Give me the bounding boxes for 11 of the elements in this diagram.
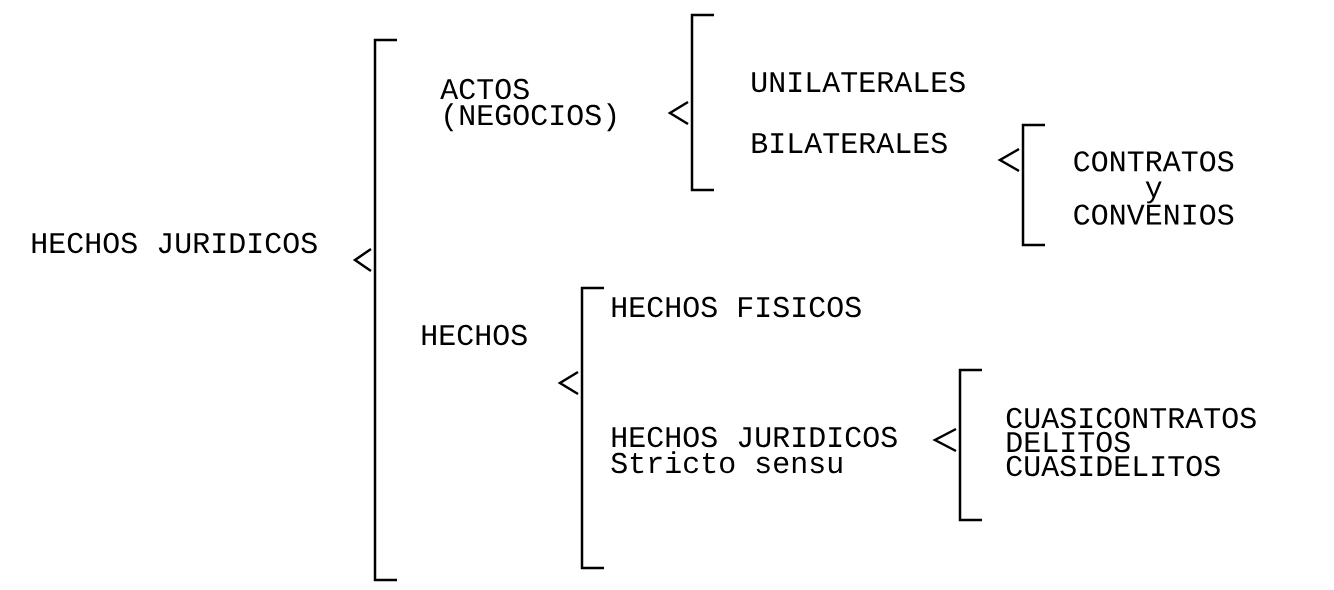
term-text: HECHOS JURIDICOS Stricto sensu (611, 426, 897, 474)
term-text: DELITOS (1007, 431, 1130, 453)
term-text: UNILATERALES (752, 71, 965, 93)
term-text: BILATERALES (752, 132, 947, 154)
term-text: HECHOS (422, 324, 527, 346)
term-text: HECHOS FISICOS (612, 296, 861, 318)
term-text: HECHOS JURIDICOS (32, 232, 317, 254)
term-text: CONTRATOS y CONVENIOS (1074, 151, 1234, 225)
term-text: ACTOS (NEGOCIOS) (440, 78, 616, 132)
term-text: CUASIDELITOS (1006, 455, 1220, 477)
term-text: CUASICONTRATOS (1006, 407, 1256, 429)
